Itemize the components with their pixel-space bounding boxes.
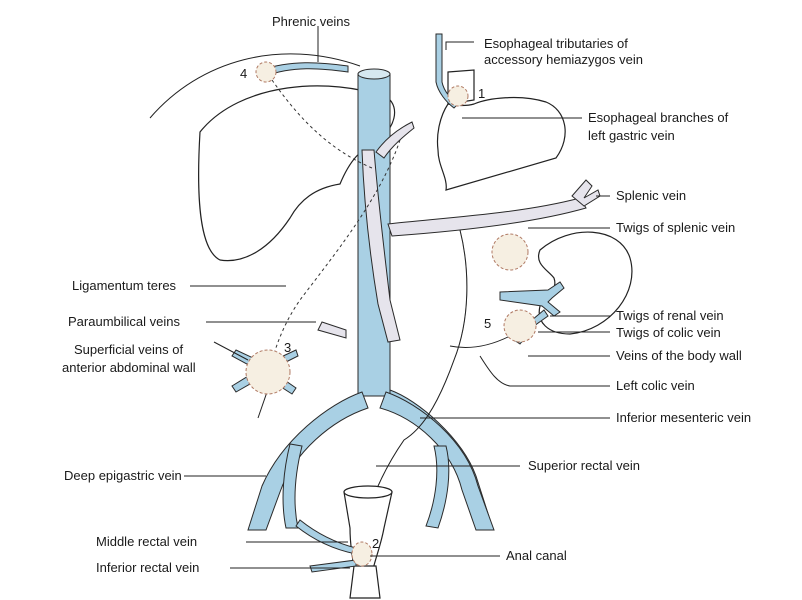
ligamentum-teres-line xyxy=(271,139,401,361)
left-gastric-vessel xyxy=(375,121,415,159)
paraumbilical-vessel xyxy=(317,321,347,339)
label-esoph-gastric-2: left gastric vein xyxy=(588,128,675,143)
label-ligamentum-teres: Ligamentum teres xyxy=(72,278,177,293)
site-number-1: 1 xyxy=(478,86,485,101)
right-internal-iliac xyxy=(282,443,303,529)
renal-vessel xyxy=(499,281,565,317)
leader-left-colic xyxy=(479,355,610,387)
kidney-outline xyxy=(538,231,633,335)
label-anal-canal: Anal canal xyxy=(506,548,567,563)
leader-superficial xyxy=(213,341,249,361)
right-iliac-vein xyxy=(247,391,369,531)
ivc-top xyxy=(357,68,391,80)
anastomosis-site-5a xyxy=(491,233,529,271)
label-twigs-colic: Twigs of colic vein xyxy=(616,325,721,340)
label-splenic-vein: Splenic vein xyxy=(616,188,686,203)
liver-outline xyxy=(198,85,396,262)
anal-canal-body xyxy=(349,565,381,599)
label-twigs-renal: Twigs of renal vein xyxy=(616,308,724,323)
label-esoph-gastric-1: Esophageal branches of xyxy=(588,110,729,125)
anastomosis-site-3 xyxy=(245,349,291,395)
label-inf-mesenteric: Inferior mesenteric vein xyxy=(616,410,751,425)
inferior-rectal-vessel xyxy=(309,559,357,573)
anastomosis-site-1 xyxy=(447,85,469,107)
label-superior-rectal: Superior rectal vein xyxy=(528,458,640,473)
site-number-5: 5 xyxy=(484,316,491,331)
label-deep-epigastric: Deep epigastric vein xyxy=(64,468,182,483)
portal-vein xyxy=(361,149,401,343)
site-number-3: 3 xyxy=(284,340,291,355)
stomach-outline xyxy=(436,96,566,191)
anastomosis-site-2 xyxy=(351,541,373,567)
label-phrenic-veins: Phrenic veins xyxy=(272,14,351,29)
rectum-top xyxy=(343,485,393,499)
middle-rectal-vessel xyxy=(295,519,357,555)
label-inferior-rectal: Inferior rectal vein xyxy=(96,560,199,575)
label-body-wall: Veins of the body wall xyxy=(616,348,742,363)
phrenic-vessel xyxy=(261,62,349,77)
left-iliac-vein xyxy=(379,391,495,531)
site-number-4: 4 xyxy=(240,66,247,81)
diaphragm-outline xyxy=(149,53,361,119)
anastomosis-site-5b xyxy=(503,309,537,343)
site-number-2: 2 xyxy=(372,536,379,551)
left-colic-vessel xyxy=(449,335,511,349)
leader-esoph-acc xyxy=(445,41,474,50)
label-middle-rectal: Middle rectal vein xyxy=(96,534,197,549)
splenic-vein-trunk xyxy=(387,197,587,237)
liver-dashed-line xyxy=(271,79,373,169)
label-left-colic: Left colic vein xyxy=(616,378,695,393)
label-twigs-splenic: Twigs of splenic vein xyxy=(616,220,735,235)
anastomosis-site-4 xyxy=(255,61,277,83)
left-internal-iliac xyxy=(425,445,450,529)
label-paraumbilical: Paraumbilical veins xyxy=(68,314,180,329)
label-superficial-2: anterior abdominal wall xyxy=(62,360,196,375)
splenic-branches xyxy=(571,179,601,207)
label-esoph-acc-2: accessory hemiazygos vein xyxy=(484,52,643,67)
label-superficial-1: Superficial veins of xyxy=(74,342,183,357)
label-esoph-acc-1: Esophageal tributaries of xyxy=(484,36,628,51)
